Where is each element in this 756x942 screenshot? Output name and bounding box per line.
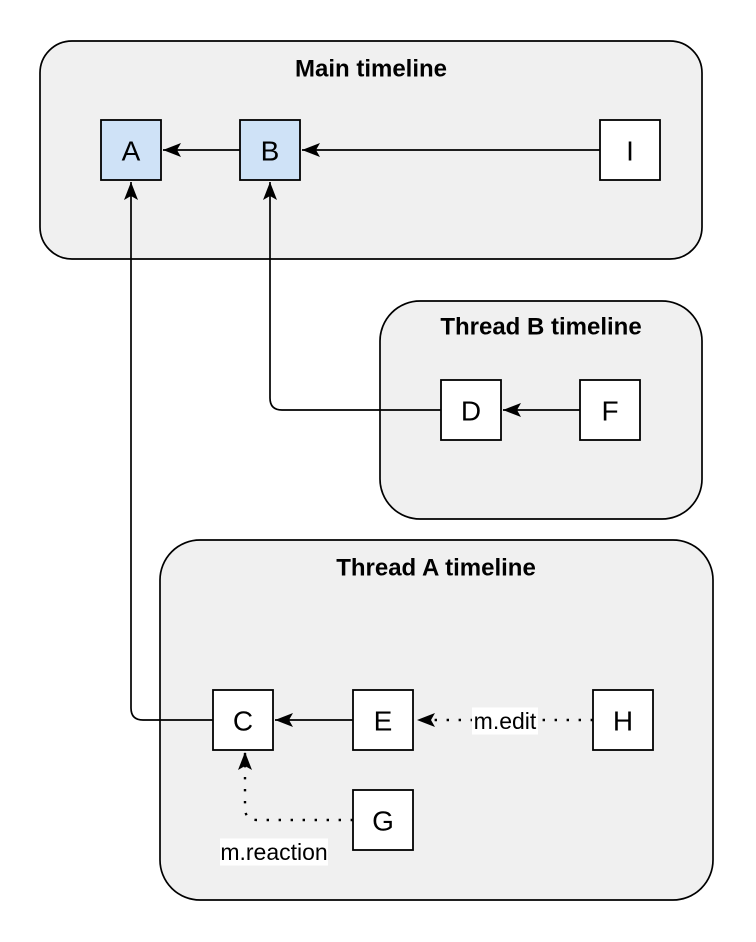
edge-h-to-e-label-bg: [472, 707, 538, 735]
node-label-D: D: [461, 396, 481, 427]
node-label-B: B: [261, 136, 280, 167]
node-label-G: G: [372, 806, 394, 837]
node-B: [239, 119, 301, 181]
edge-d-to-b: [263, 182, 441, 411]
node-label-H: H: [613, 706, 633, 737]
node-I: [599, 119, 661, 181]
node-C: [212, 689, 274, 751]
container-title-thread-b-timeline: Thread B timeline: [440, 314, 641, 341]
node-F: [579, 379, 641, 441]
node-label-F: F: [601, 396, 618, 427]
container-title-main-timeline: Main timeline: [295, 56, 447, 83]
node-label-A: A: [122, 136, 141, 167]
node-G: [352, 789, 414, 851]
edge-g-to-c-label-bg: [220, 838, 328, 866]
node-H: [592, 689, 654, 751]
node-label-C: C: [233, 706, 253, 737]
node-D: [440, 379, 502, 441]
edge-g-to-c: [238, 752, 353, 822]
edge-c-to-a: [124, 182, 213, 721]
edge-h-to-e-label: m.edit: [474, 708, 537, 734]
node-label-I: I: [626, 136, 634, 167]
node-label-E: E: [374, 706, 393, 737]
edge-g-to-c-label: m.reaction: [220, 839, 327, 865]
container-title-thread-a-timeline: Thread A timeline: [336, 555, 536, 582]
node-A: [100, 119, 162, 181]
node-E: [352, 689, 414, 751]
